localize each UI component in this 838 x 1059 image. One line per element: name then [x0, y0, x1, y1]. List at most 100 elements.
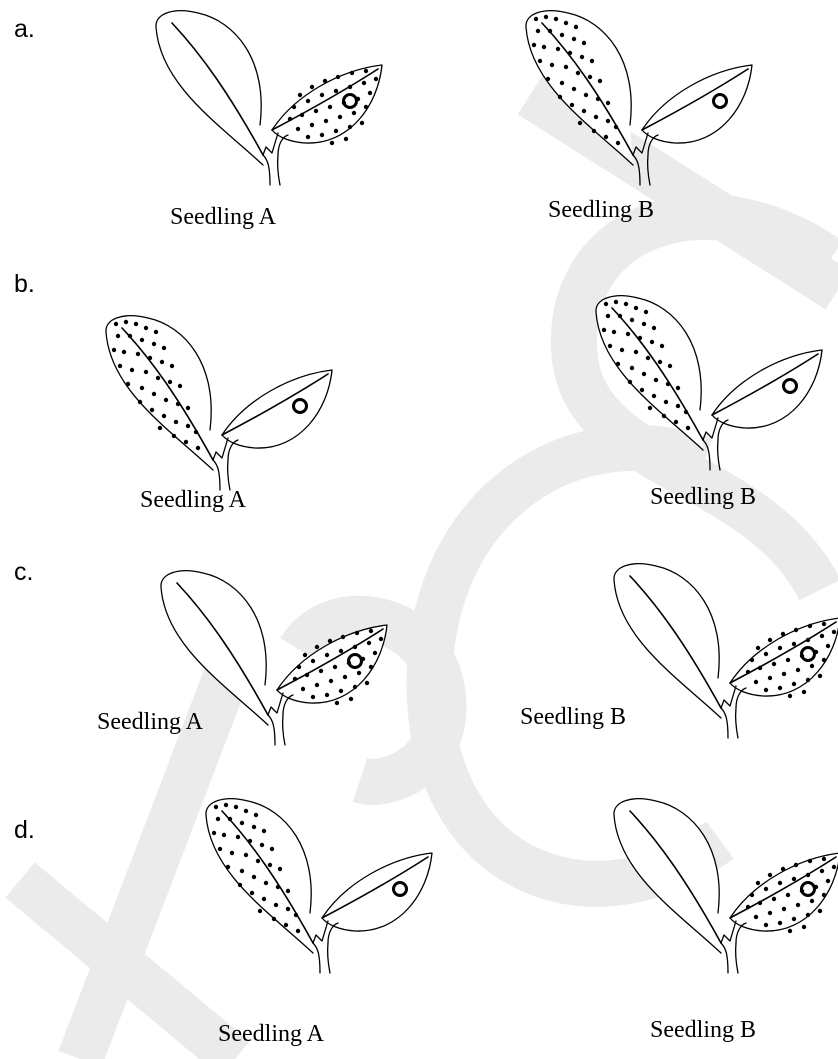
right-leaf: [730, 853, 838, 931]
stain-dot: [806, 913, 810, 917]
stain-dot: [820, 869, 824, 873]
stain-dot: [660, 344, 664, 348]
stain-dot: [212, 831, 216, 835]
stain-dot: [822, 622, 826, 626]
stain-dot: [642, 372, 646, 376]
stain-dot: [778, 881, 782, 885]
stain-dot: [362, 81, 366, 85]
stain-dot: [754, 915, 758, 919]
stain-dot: [614, 300, 618, 304]
stain-dot: [822, 857, 826, 861]
stain-dot: [174, 420, 178, 424]
seedling-caption-d-2: Seedling B: [650, 1018, 756, 1042]
stain-dot: [124, 320, 128, 324]
stain-dot: [168, 380, 172, 384]
stain-dot: [278, 867, 282, 871]
stain-dot: [590, 59, 594, 63]
stain-dot: [618, 314, 622, 318]
stain-dot: [554, 17, 558, 21]
stain-dot: [652, 326, 656, 330]
stain-dot: [634, 306, 638, 310]
stain-dot: [314, 109, 318, 113]
stain-dot: [112, 348, 116, 352]
seedling-illustration-d-1: [200, 793, 440, 973]
seedling-illustration-b-1: [100, 310, 340, 490]
stem: [228, 460, 230, 490]
stain-dot: [750, 893, 754, 897]
stain-dot: [134, 322, 138, 326]
stain-dot: [373, 651, 377, 655]
stain-dot: [606, 314, 610, 318]
stain-dot: [339, 689, 343, 693]
seedling-caption-d-1: Seedling A: [218, 1022, 324, 1046]
stain-dot: [150, 408, 154, 412]
stain-dot: [144, 326, 148, 330]
stain-dot: [329, 679, 333, 683]
stain-dot: [162, 414, 166, 418]
stain-dot: [264, 881, 268, 885]
stain-dot: [300, 113, 304, 117]
stain-dot: [244, 809, 248, 813]
stain-dot: [152, 392, 156, 396]
stain-dot: [176, 402, 180, 406]
stain-dot: [758, 901, 762, 905]
stain-dot: [365, 681, 369, 685]
stain-dot: [564, 21, 568, 25]
stain-dot: [646, 356, 650, 360]
stain-dot: [674, 420, 678, 424]
stem: [721, 921, 736, 943]
stain-dot: [118, 364, 122, 368]
stain-dot: [684, 410, 688, 414]
stain-dot: [214, 805, 218, 809]
stain-dot: [782, 672, 786, 676]
stain-dot: [572, 87, 576, 91]
stain-dot: [778, 686, 782, 690]
stain-dot: [311, 695, 315, 699]
seedling-illustration-b-2: [590, 290, 830, 470]
stain-dot: [650, 340, 654, 344]
stain-dot: [130, 368, 134, 372]
stain-dot: [330, 141, 334, 145]
stain-dot: [369, 665, 373, 669]
stain-dot: [349, 697, 353, 701]
stain-dot: [588, 75, 592, 79]
stain-dot: [286, 907, 290, 911]
stain-dot: [642, 322, 646, 326]
stain-dot: [630, 318, 634, 322]
stain-dot: [582, 109, 586, 113]
stain-dot: [574, 25, 578, 29]
stain-dot: [222, 833, 226, 837]
stain-dot: [584, 93, 588, 97]
stain-dot: [348, 125, 352, 129]
stain-dot: [802, 925, 806, 929]
stain-dot: [606, 119, 610, 123]
stain-dot: [580, 55, 584, 59]
stain-dot: [806, 638, 810, 642]
stem: [721, 943, 728, 973]
stain-dot: [534, 17, 538, 21]
stain-dot: [582, 41, 586, 45]
stem: [268, 715, 275, 745]
stain-dot: [162, 346, 166, 350]
seedling-caption-c-2: Seedling B: [520, 705, 626, 729]
seedling-caption-c-1: Seedling A: [97, 710, 203, 734]
stain-dot: [544, 15, 548, 19]
stain-dot: [369, 629, 373, 633]
stain-dot: [368, 91, 372, 95]
stain-dot: [558, 95, 562, 99]
stain-dot: [570, 103, 574, 107]
stain-dot: [626, 332, 630, 336]
seedling-caption-b-2: Seedling B: [650, 485, 756, 509]
stain-dot: [364, 105, 368, 109]
stain-dot: [334, 89, 338, 93]
stain-dot: [323, 79, 327, 83]
stain-dot: [781, 632, 785, 636]
stain-dot: [654, 378, 658, 382]
stain-dot: [240, 869, 244, 873]
stem: [313, 943, 320, 973]
stain-dot: [160, 360, 164, 364]
stain-dot: [806, 678, 810, 682]
stain-dot: [194, 430, 198, 434]
stain-dot: [250, 891, 254, 895]
